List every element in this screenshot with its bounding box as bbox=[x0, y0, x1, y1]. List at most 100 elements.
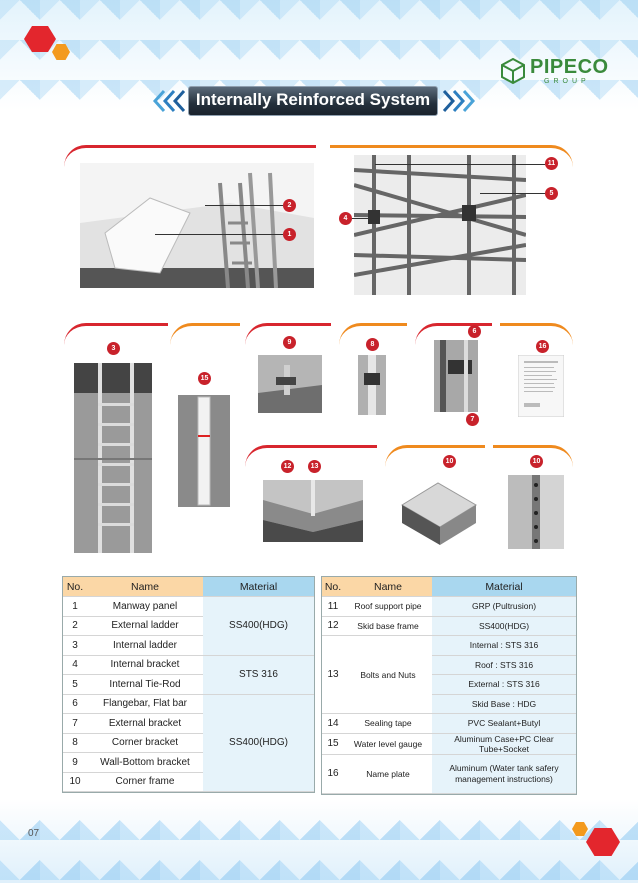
hex-decor-orange bbox=[572, 822, 588, 836]
table-row: 11 Roof support pipe GRP (Pultrusion) bbox=[322, 596, 576, 617]
table-row: 6 Flangebar, Flat bar SS400(HDG) bbox=[63, 694, 314, 792]
brand-sub: GROUP bbox=[544, 78, 590, 85]
table-row: 9 Wall-Bottom bracket bbox=[63, 752, 314, 773]
part-material: PVC Sealant+Butyl bbox=[432, 713, 576, 734]
panel-edge-photo bbox=[398, 475, 478, 549]
part-name: Sealing tape bbox=[344, 713, 432, 734]
callout-badge: 16 bbox=[536, 340, 549, 353]
row-number: 1 bbox=[63, 596, 87, 617]
row-number: 3 bbox=[63, 635, 87, 656]
table-row: Roof : STS 316 bbox=[322, 655, 576, 675]
table-row: 3 Internal ladder bbox=[63, 635, 314, 656]
pipeco-logo: PIPECO GROUP bbox=[500, 54, 608, 88]
part-name: Name plate bbox=[344, 754, 432, 794]
part-name: Roof support pipe bbox=[344, 596, 432, 617]
part-material: External : STS 316 bbox=[432, 674, 576, 695]
chevron-right-icon bbox=[462, 89, 476, 113]
part-name: Flangebar, Flat bar bbox=[87, 694, 203, 714]
table-row: 10 Corner frame bbox=[63, 772, 314, 792]
leader-line bbox=[155, 234, 283, 235]
skid-base-photo bbox=[263, 480, 363, 542]
part-name: External ladder bbox=[87, 616, 203, 636]
table-row: Skid Base : HDG bbox=[322, 694, 576, 714]
row-number: 14 bbox=[322, 713, 344, 734]
row-number: 16 bbox=[322, 754, 344, 794]
cube-logo-icon bbox=[501, 58, 525, 84]
column-header-name: Name bbox=[87, 577, 203, 597]
part-material: GRP (Pultrusion) bbox=[432, 596, 576, 617]
part-name: Manway panel bbox=[87, 596, 203, 617]
leader-line bbox=[205, 205, 283, 206]
part-material: STS 316 bbox=[203, 655, 314, 695]
row-number: 9 bbox=[63, 752, 87, 773]
callout-badge: 13 bbox=[308, 460, 321, 473]
leader-line bbox=[480, 193, 545, 194]
row-number: 4 bbox=[63, 655, 87, 675]
row-number: 6 bbox=[63, 694, 87, 714]
wall-bracket-photo bbox=[258, 355, 322, 413]
callout-badge: 12 bbox=[281, 460, 294, 473]
callout-badge: 9 bbox=[283, 336, 296, 349]
callout-badge: 10 bbox=[530, 455, 543, 468]
row-number: 5 bbox=[63, 674, 87, 695]
spec-table-left: No. Name Material 1 Manway panel SS400(H… bbox=[62, 576, 315, 793]
callout-badge: 7 bbox=[466, 413, 479, 426]
leader-line bbox=[352, 218, 377, 219]
row-number: 8 bbox=[63, 733, 87, 753]
part-name: Water level gauge bbox=[344, 733, 432, 755]
part-material: Roof : STS 316 bbox=[432, 655, 576, 675]
callout-badge: 1 bbox=[283, 228, 296, 241]
column-header-no: No. bbox=[322, 577, 344, 597]
corner-frame-photo bbox=[508, 475, 564, 549]
footer-pattern bbox=[0, 800, 638, 883]
part-name: External bracket bbox=[87, 713, 203, 734]
part-material: Internal : STS 316 bbox=[432, 635, 576, 656]
part-material: Skid Base : HDG bbox=[432, 694, 576, 714]
table-row: 1 Manway panel SS400(HDG) bbox=[63, 596, 314, 656]
table-row: 5 Internal Tie-Rod bbox=[63, 674, 314, 695]
table-row: 7 External bracket bbox=[63, 713, 314, 734]
column-header-material: Material bbox=[432, 577, 576, 597]
spec-table-right: No. Name Material 11 Roof support pipe G… bbox=[321, 576, 577, 795]
row-number: 11 bbox=[322, 596, 344, 617]
leader-line bbox=[375, 164, 545, 165]
callout-badge: 10 bbox=[443, 455, 456, 468]
callout-badge: 11 bbox=[545, 157, 558, 170]
page-number: 07 bbox=[28, 828, 40, 839]
row-number: 2 bbox=[63, 616, 87, 636]
part-name: Internal Tie-Rod bbox=[87, 674, 203, 695]
part-material: SS400(HDG) bbox=[203, 596, 314, 656]
callout-badge: 8 bbox=[366, 338, 379, 351]
callout-badge: 3 bbox=[107, 342, 120, 355]
hex-decor-red bbox=[586, 828, 620, 856]
callout-badge: 4 bbox=[339, 212, 352, 225]
column-header-material: Material bbox=[203, 577, 314, 597]
framework-photo bbox=[354, 155, 526, 295]
row-number: 13 bbox=[322, 635, 344, 714]
part-material: Aluminum (Water tank safery management i… bbox=[432, 754, 576, 794]
part-name: Corner frame bbox=[87, 772, 203, 792]
callout-badge: 5 bbox=[545, 187, 558, 200]
table-row: 13 Bolts and Nuts Internal : STS 316 bbox=[322, 635, 576, 714]
internal-ladder-photo bbox=[74, 363, 152, 553]
name-plate-photo bbox=[518, 355, 564, 417]
brand-name: PIPECO bbox=[530, 56, 609, 78]
table-row: 14 Sealing tape PVC Sealant+Butyl bbox=[322, 713, 576, 734]
corner-bracket-photo bbox=[358, 355, 386, 415]
part-name: Skid base frame bbox=[344, 616, 432, 636]
table-row: 2 External ladder bbox=[63, 616, 314, 636]
table-row: 16 Name plate Aluminum (Water tank safer… bbox=[322, 754, 576, 794]
part-name: Corner bracket bbox=[87, 733, 203, 753]
chevron-left-icon bbox=[172, 89, 186, 113]
hex-decor-orange bbox=[52, 44, 70, 60]
part-name: Internal ladder bbox=[87, 635, 203, 656]
column-header-no: No. bbox=[63, 577, 87, 597]
row-number: 7 bbox=[63, 713, 87, 734]
part-material: SS400(HDG) bbox=[203, 694, 314, 792]
callout-badge: 2 bbox=[283, 199, 296, 212]
chevron-left-icon bbox=[152, 89, 166, 113]
part-material: Aluminum Case+PC Clear Tube+Socket bbox=[432, 733, 576, 755]
column-header-name: Name bbox=[344, 577, 432, 597]
chevron-left-icon bbox=[162, 89, 176, 113]
external-bracket-photo bbox=[434, 340, 478, 412]
